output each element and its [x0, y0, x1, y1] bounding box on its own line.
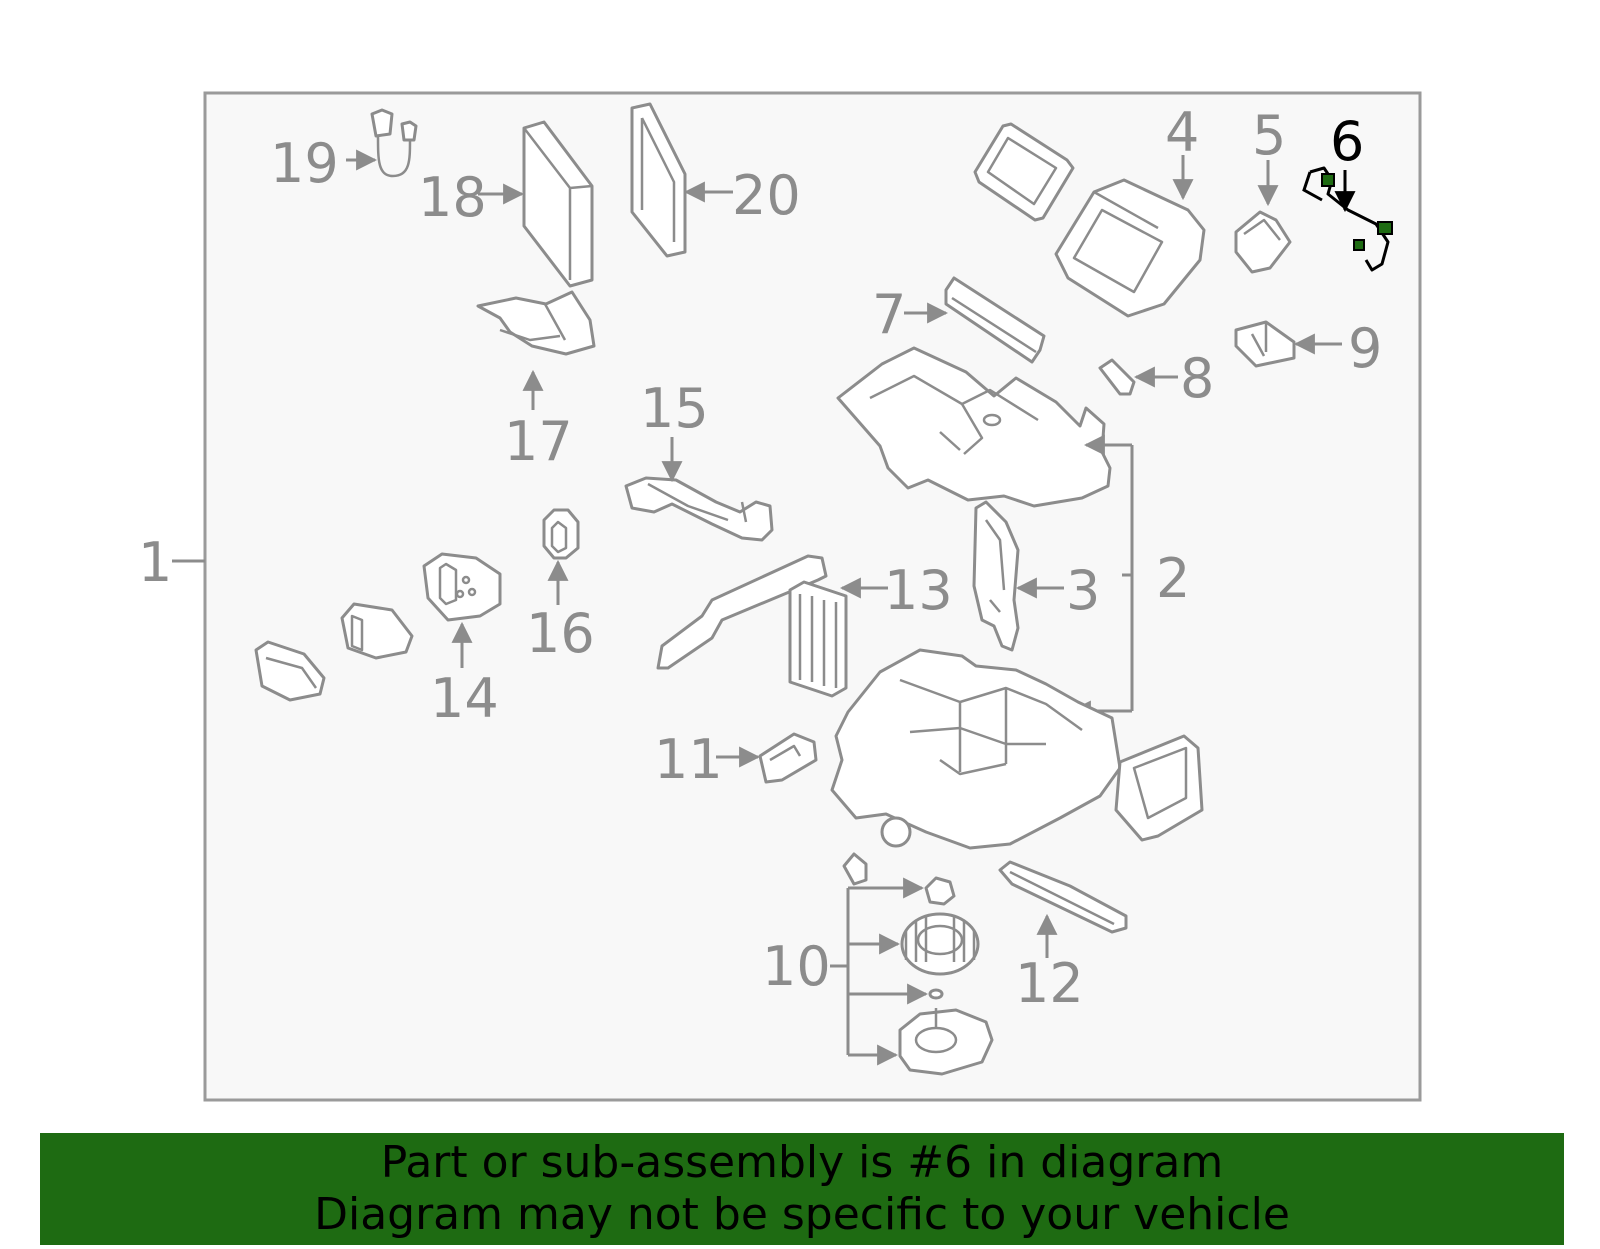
blower-lower-case[interactable] — [830, 648, 1204, 886]
callout-13: 13 — [884, 559, 953, 622]
callout-8: 8 — [1180, 347, 1214, 410]
callout-9: 9 — [1348, 317, 1382, 380]
part-16[interactable] — [542, 508, 580, 605]
part-11[interactable] — [716, 732, 818, 784]
callout-6: 6 — [1330, 110, 1364, 173]
part-5[interactable] — [1234, 160, 1292, 274]
callout-4: 4 — [1165, 101, 1199, 164]
callout-10: 10 — [762, 935, 831, 998]
part-4[interactable] — [973, 122, 1206, 318]
part-7[interactable] — [904, 276, 1046, 364]
part-19[interactable] — [346, 108, 418, 178]
callout-11: 11 — [654, 728, 723, 791]
part-13[interactable] — [656, 554, 888, 698]
part-14[interactable] — [254, 552, 502, 702]
callout-16: 16 — [526, 602, 595, 665]
callout-1: 1 — [138, 531, 172, 594]
callout-17: 17 — [504, 410, 573, 473]
part-12[interactable] — [998, 860, 1128, 958]
callout-20: 20 — [732, 164, 801, 227]
part-9[interactable] — [1234, 320, 1342, 368]
info-banner: Part or sub-assembly is #6 in diagram Di… — [40, 1133, 1564, 1245]
part-10[interactable] — [830, 876, 994, 1076]
part-15[interactable] — [624, 437, 774, 542]
callout-3: 3 — [1066, 559, 1100, 622]
callout-18: 18 — [418, 166, 487, 229]
callout-2: 2 — [1156, 547, 1190, 610]
banner-line-1: Part or sub-assembly is #6 in diagram — [380, 1137, 1224, 1188]
part-2[interactable] — [836, 346, 1134, 722]
callout-14: 14 — [430, 667, 499, 730]
callout-15: 15 — [640, 377, 709, 440]
part-8[interactable] — [1098, 358, 1178, 396]
callout-7: 7 — [872, 283, 906, 346]
callout-12: 12 — [1015, 952, 1084, 1015]
part-3[interactable] — [972, 500, 1064, 652]
part-18[interactable] — [478, 120, 594, 288]
callout-5: 5 — [1252, 104, 1286, 167]
part-17[interactable] — [476, 290, 596, 410]
callout-19: 19 — [270, 132, 339, 195]
banner-line-2: Diagram may not be specific to your vehi… — [314, 1189, 1290, 1240]
part-20[interactable] — [630, 102, 733, 258]
part-6[interactable] — [1302, 166, 1393, 272]
